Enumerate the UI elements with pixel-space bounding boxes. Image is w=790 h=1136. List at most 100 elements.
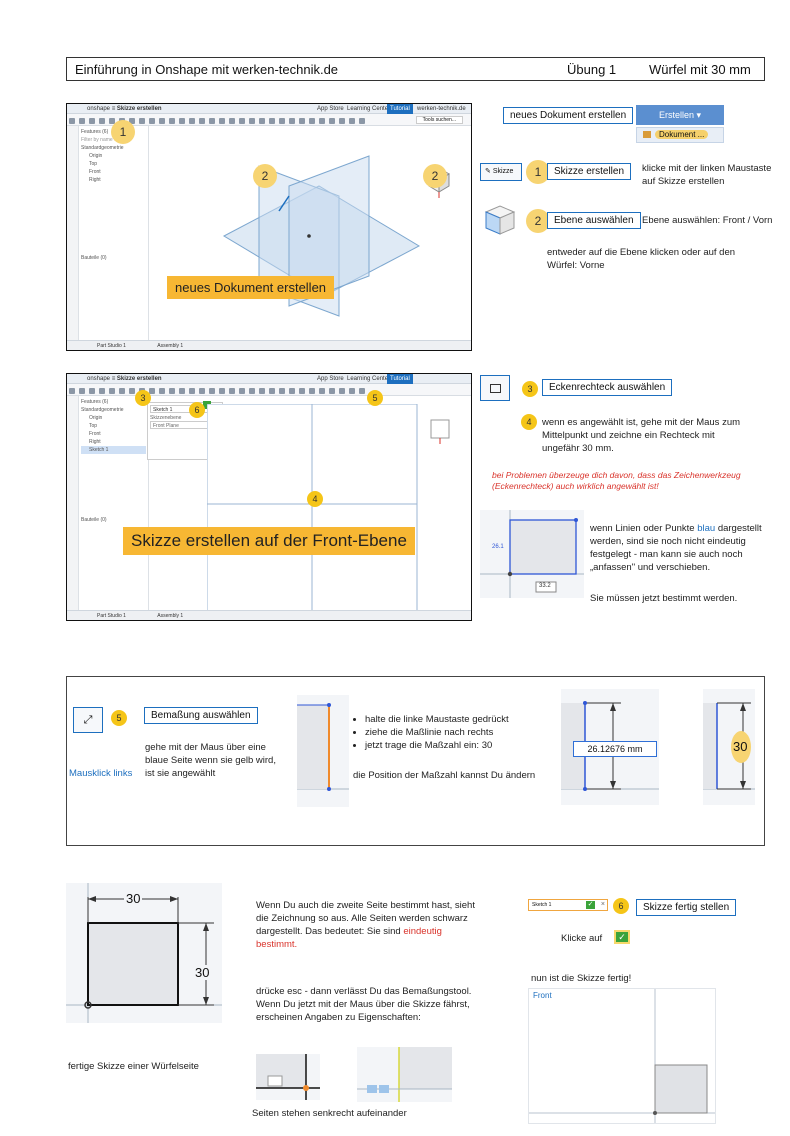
tutorial-button-2[interactable]: Tutorial — [387, 374, 413, 384]
dim30-thumb: 30 — [703, 689, 755, 805]
mouse-click-left: Mausklick links — [69, 768, 133, 779]
finished-square-thumb: 30 30 — [66, 883, 222, 1023]
marker-step2: 2 — [526, 209, 550, 233]
header-subject: Würfel mit 30 mm — [649, 62, 751, 77]
sketch-button[interactable]: ✎ Skizze — [480, 163, 522, 181]
tool-search[interactable]: Tools suchen... — [415, 116, 463, 124]
step5-desc: gehe mit der Maus über eine blaue Seite … — [145, 742, 276, 779]
marker-3a: 3 — [135, 390, 151, 406]
front-label: Front — [533, 991, 552, 1000]
view-cube-icon — [484, 205, 516, 235]
marker-2a: 2 — [253, 164, 277, 188]
step5-label: Bemaßung auswählen — [144, 707, 258, 724]
step1-label: Skizze erstellen — [547, 163, 632, 180]
dimension-tool-button[interactable]: ⤢ — [73, 707, 103, 733]
must-determine: Sie müssen jetzt bestimmt werden. — [590, 593, 738, 604]
menu-document-item[interactable]: Dokument ... — [636, 127, 724, 143]
tab-assembly-2[interactable]: Assembly 1 — [157, 613, 184, 619]
app-tabs-2: Part Studio 1 Assembly 1 — [67, 610, 471, 620]
learning-center-link-2[interactable]: Learning Center — [347, 376, 391, 382]
sketch-name-field[interactable]: Sketch 1 ✓ × — [528, 899, 608, 911]
label-new-document: neues Dokument erstellen — [503, 107, 634, 124]
left-rail — [67, 126, 79, 340]
pencil-icon: ✎ — [485, 168, 491, 175]
step1-desc: klicke mit der linken Maustaste auf Skiz… — [642, 163, 772, 187]
dim-left-label: 26.1 — [492, 544, 504, 550]
header-bar: Einführung in Onshape mit werken-technik… — [66, 57, 765, 81]
step4-desc: wenn es angewählt ist, gehe mit der Maus… — [542, 417, 741, 454]
dimension-value-input[interactable]: 26.12676 mm — [573, 741, 657, 757]
marker-step4: 4 — [521, 414, 537, 430]
plane-graphic — [222, 155, 450, 317]
left-rail-2 — [67, 396, 79, 610]
marker-step1: 1 — [526, 160, 550, 184]
banner-sketch-front: Skizze erstellen auf der Front-Ebene — [123, 527, 415, 555]
confirm-check-button[interactable]: ✓ — [614, 930, 630, 944]
filter-input[interactable]: Filter by name or type — [81, 137, 130, 143]
blue-rect-thumb: 26.1 33.2 — [480, 510, 584, 598]
banner-new-document: neues Dokument erstellen — [167, 276, 335, 299]
finished-caption: fertige Skizze einer Würfelseite — [68, 1061, 199, 1072]
sketch-done-text: nun ist die Skizze fertig! — [531, 973, 632, 984]
app-toolbar-2 — [67, 384, 471, 396]
warning-text: bei Problemen überzeuge dich davon, dass… — [492, 470, 741, 491]
app-topbar-2: onshape ≡ Skizze erstellen App Store Lea… — [67, 374, 471, 384]
app-topbar: onshape ≡ Skizze erstellen App Store Lea… — [67, 104, 471, 114]
paragraph-determined: Wenn Du auch die zweite Seite bestimmt h… — [256, 900, 475, 950]
top-plane-item[interactable]: Top — [89, 161, 98, 167]
create-button[interactable]: Erstellen ▾ — [636, 105, 724, 125]
check-icon-small[interactable]: ✓ — [586, 901, 595, 909]
tutorial-button[interactable]: Tutorial — [387, 104, 413, 114]
blue-explanation: wenn Linien oder Punkte blau dargestellt… — [590, 523, 762, 573]
marker-5a: 5 — [367, 390, 383, 406]
sketch1-item[interactable]: Sketch 1 — [81, 446, 146, 454]
app-toolbar: Tools suchen... — [67, 114, 471, 126]
corner-thumb-1 — [256, 1054, 320, 1100]
front-plane-item[interactable]: Front — [89, 169, 101, 175]
header-exercise: Übung 1 — [567, 62, 617, 77]
blue-rect-drawing — [480, 510, 584, 598]
dim-entry-thumb: 26.12676 mm — [561, 689, 659, 805]
dim-right-label: 30 — [194, 965, 211, 980]
finished-square-drawing — [66, 883, 222, 1023]
close-icon-small[interactable]: × — [600, 901, 605, 908]
tab-part-studio[interactable]: Part Studio 1 — [97, 343, 126, 349]
marker-6a: 6 — [189, 402, 205, 418]
rectangle-tool-button[interactable] — [480, 375, 510, 401]
header-title: Einführung in Onshape mit werken-technik… — [75, 62, 339, 77]
rectangle-icon — [490, 384, 501, 393]
dim-top-label: 30 — [124, 891, 143, 906]
step2-more: entweder auf die Ebene klicken oder auf … — [547, 247, 736, 271]
corner-drawing-2 — [357, 1047, 452, 1102]
tab-assembly[interactable]: Assembly 1 — [157, 343, 184, 349]
final-sketch-drawing — [529, 989, 715, 1123]
perpendicular-caption: Seiten stehen senkrecht aufeinander — [252, 1108, 407, 1119]
marker-2b: 2 — [423, 164, 447, 188]
orange-edge-drawing — [297, 703, 349, 791]
front-plane-canvas — [207, 404, 450, 612]
user-name: werken-technik.de — [417, 106, 466, 112]
dim30-label: 30 — [733, 739, 748, 754]
right-plane-item[interactable]: Right — [89, 177, 101, 183]
paragraph-esc: drücke esc - dann verlässt Du das Bemaßu… — [256, 986, 472, 1023]
step3-label: Eckenrechteck auswählen — [542, 379, 673, 396]
feature-list: Features (6) Filter by name or type Stan… — [79, 126, 149, 340]
app-tabs: Part Studio 1 Assembly 1 — [67, 340, 471, 350]
final-sketch-thumb: Front — [528, 988, 716, 1124]
origin-item[interactable]: Origin — [89, 153, 103, 159]
app-store-link[interactable]: App Store — [317, 106, 344, 112]
dim30-drawing — [703, 702, 755, 790]
document-icon — [643, 131, 651, 139]
default-geometry-item[interactable]: Standardgeometrie — [81, 145, 124, 151]
step2-desc: Ebene auswählen: Front / Vorn — [642, 215, 773, 226]
learning-center-link[interactable]: Learning Center — [347, 106, 391, 112]
dimension-section: ⤢ 5 Bemaßung auswählen gehe mit der Maus… — [66, 676, 765, 846]
marker-step3: 3 — [522, 381, 538, 397]
app-store-link-2[interactable]: App Store — [317, 376, 344, 382]
corner-thumb-2 — [357, 1047, 452, 1102]
tab-part-studio-2[interactable]: Part Studio 1 — [97, 613, 126, 619]
marker-4a: 4 — [307, 491, 323, 507]
feature-list-2: Features (6) Standardgeometrie Origin To… — [79, 396, 149, 610]
dim-bottom-label: 33.2 — [539, 583, 551, 589]
screenshot-sketch-front: onshape ≡ Skizze erstellen App Store Lea… — [66, 373, 472, 621]
